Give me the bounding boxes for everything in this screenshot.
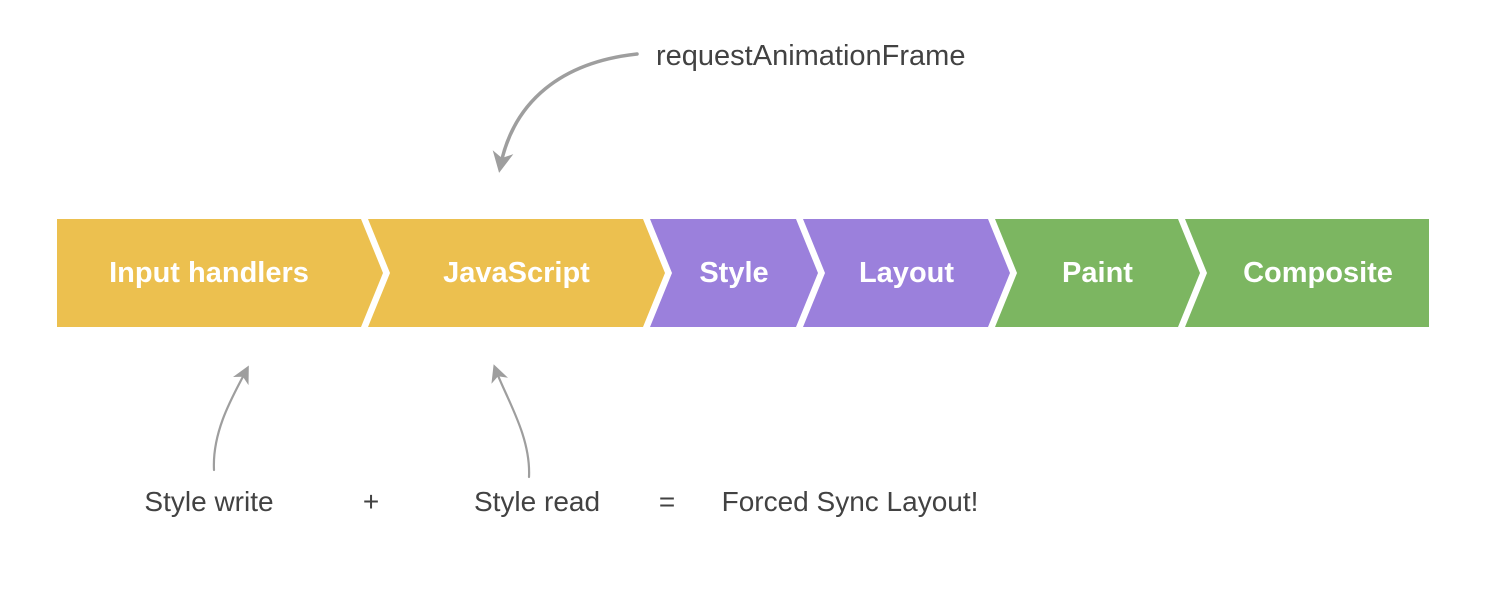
- segment-label-input-handlers: Input handlers: [109, 256, 309, 289]
- segment-label-composite: Composite: [1243, 256, 1393, 289]
- pipeline-segment-input-handlers: Input handlers: [57, 219, 383, 327]
- segment-label-paint: Paint: [1062, 256, 1133, 289]
- style-write-label: Style write: [144, 486, 274, 517]
- segment-label-layout: Layout: [858, 256, 955, 289]
- request-animation-frame-label: requestAnimationFrame: [656, 40, 966, 72]
- style-read-label: Style read: [473, 486, 601, 517]
- plus-sign: +: [362, 486, 380, 517]
- pipeline-segment-style: Style: [650, 219, 818, 327]
- pipeline-segment-paint: Paint: [995, 219, 1200, 327]
- segment-label-javascript: JavaScript: [443, 256, 590, 289]
- forced-sync-layout-label: Forced Sync Layout!: [721, 486, 979, 517]
- segment-label-style: Style: [699, 256, 769, 289]
- equals-sign: =: [658, 486, 676, 517]
- style-read-arrow: [491, 364, 531, 479]
- style-write-arrow: [212, 365, 249, 472]
- pipeline-bar: Input handlers JavaScript Style Layout P…: [0, 219, 1496, 327]
- pipeline-segment-composite: Composite: [1185, 219, 1429, 327]
- pipeline-segment-javascript: JavaScript: [368, 219, 665, 327]
- raf-curved-arrow: [492, 52, 639, 173]
- pipeline-segment-layout: Layout: [803, 219, 1010, 327]
